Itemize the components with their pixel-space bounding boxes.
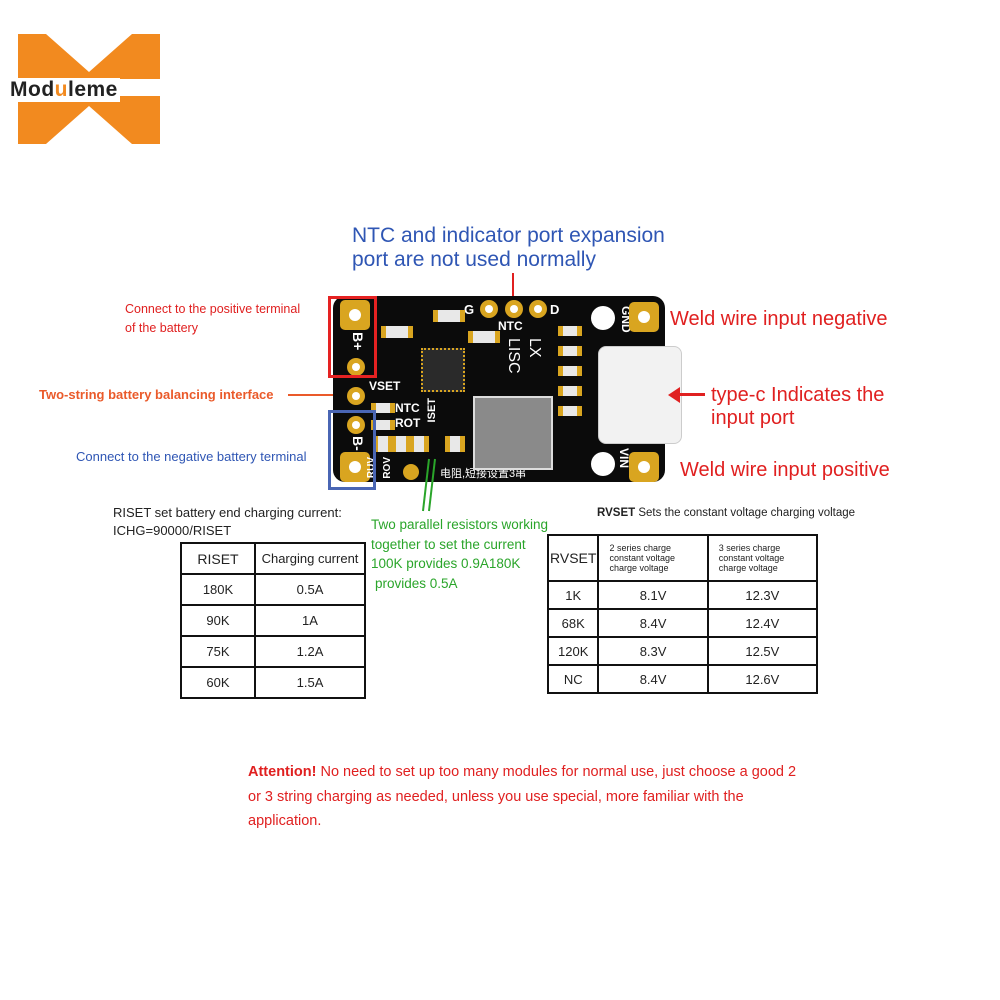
silk-vset: VSET (369, 379, 401, 393)
arrow-iset (422, 458, 436, 512)
silk-lx: LX (526, 338, 543, 358)
arrow-ntc (512, 273, 514, 303)
label-gnd: Weld wire input negative (670, 308, 888, 330)
label-balance-interface: Two-string battery balancing interface (39, 387, 274, 402)
label-vin: Weld wire input positive (680, 459, 890, 481)
pad-b-minus (340, 452, 370, 482)
pad-b-plus (340, 300, 370, 330)
riset-title: RISET set battery end charging current:I… (113, 505, 342, 538)
silk-d: D (550, 302, 560, 317)
highlight-b-plus (328, 296, 377, 378)
silk-ntc-top: NTC (498, 319, 523, 333)
silk-b-plus: B+ (350, 332, 366, 351)
silk-chinese-note: 电阻,短接设置3串 (440, 468, 527, 480)
rvset-title: RVSET Sets the constant voltage charging… (597, 507, 856, 519)
highlight-b-minus (328, 410, 376, 490)
inductor (473, 396, 553, 470)
pad-vset (347, 387, 365, 405)
logo-text: Moduleme (8, 78, 120, 102)
attention-note: Attention! No need to set up too many mo… (248, 764, 797, 829)
silk-lisc: LISC (505, 338, 522, 374)
label-negative-terminal: Connect to the negative battery terminal (76, 449, 307, 464)
silk-ntc: NTC (395, 401, 420, 415)
charger-board: B+ B- VSET NTC ROT ISET RUV ROV G D NTC … (333, 296, 682, 482)
controller-chip (421, 348, 465, 392)
arrow-balance (288, 394, 344, 396)
pad-gnd (629, 302, 659, 332)
moduleme-logo (18, 34, 160, 144)
silk-rov: ROV (382, 457, 393, 479)
silk-iset: ISET (426, 398, 438, 423)
pad-vin (629, 452, 659, 482)
pad-ntc (505, 300, 523, 318)
silk-vin: VIN (617, 448, 631, 469)
silk-g: G (464, 302, 475, 317)
arrow-typec (675, 393, 705, 396)
silk-rot: ROT (395, 416, 421, 430)
silk-b-minus: B- (350, 436, 366, 451)
